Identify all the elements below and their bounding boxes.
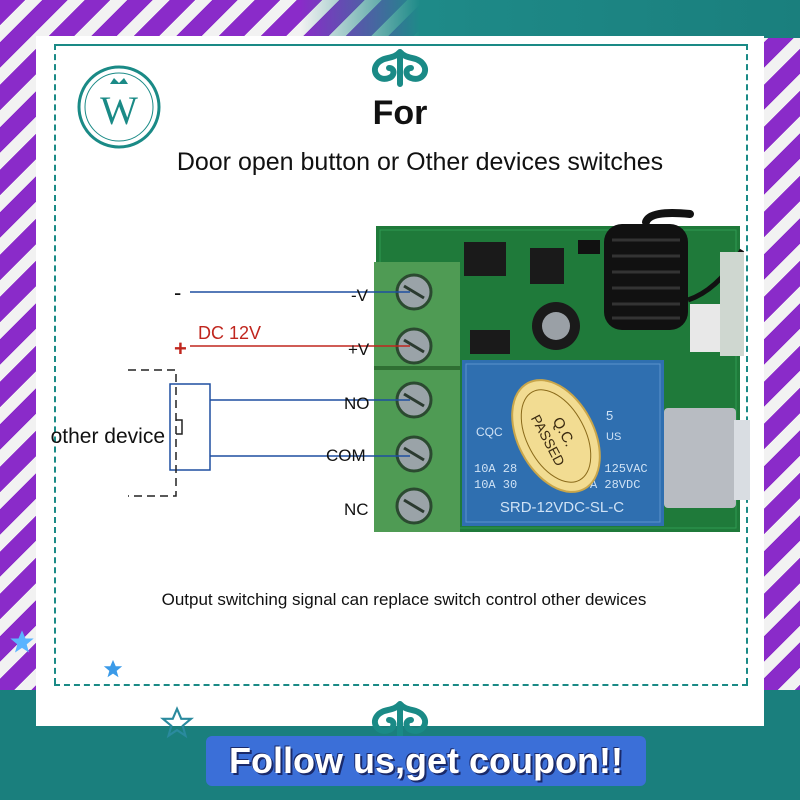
relay-rating-right-1: A 125VAC — [590, 462, 648, 476]
pin-header — [720, 252, 744, 356]
chip — [530, 248, 564, 284]
brand-logo-icon: W — [77, 65, 161, 149]
teal-band-top — [0, 0, 800, 38]
device-switch-symbol — [128, 369, 211, 497]
relay-rating-left-2: 10A 30 — [474, 478, 517, 492]
supply-label: DC 12V — [198, 323, 262, 343]
crystal — [664, 408, 736, 508]
terminal-label-nc: NC — [344, 500, 369, 519]
coupon-banner[interactable] — [206, 736, 646, 786]
coupon-banner-text[interactable]: Follow us,get coupon!! — [229, 740, 623, 781]
frame-line-right — [746, 44, 748, 684]
star-icon — [160, 706, 194, 739]
frame-line-bottom — [54, 684, 748, 686]
terminal-label-com: COM — [326, 446, 366, 465]
relay-approval-suffix: US — [606, 431, 621, 443]
qc-passed-sticker: Q.C. PASSED — [511, 379, 601, 493]
ornament-top-icon — [371, 49, 429, 87]
heading-subtitle: Door open button or Other devices switch… — [176, 148, 664, 176]
terminal-label-pos: +V — [348, 340, 370, 359]
minus-label: - — [174, 280, 182, 305]
device-label: other device — [50, 425, 165, 448]
star-icon — [103, 659, 123, 678]
plus-label: + — [174, 336, 187, 361]
terminal-screws — [395, 273, 433, 525]
crown-icon — [110, 78, 128, 84]
relay-model: SRD-12VDC-SL-C — [500, 499, 624, 516]
device-label-clip: other device — [0, 425, 165, 455]
chip — [464, 242, 506, 276]
frame-line-top — [54, 44, 748, 46]
logo-letter: W — [100, 88, 138, 133]
relay-rating-right-2: A 28VDC — [590, 478, 640, 492]
heading-title: For — [372, 94, 428, 132]
relay-brand: CQC — [476, 425, 503, 439]
relay-rating-left-1: 10A 28 — [474, 462, 517, 476]
ornament-bottom-icon — [371, 701, 429, 739]
antenna-coil-icon — [604, 209, 745, 330]
relay-approval: 5 — [606, 408, 613, 423]
frame-line-left — [54, 44, 56, 684]
star-icon — [10, 630, 34, 653]
caption-note: Output switching signal can replace swit… — [161, 590, 647, 609]
chip — [578, 240, 600, 254]
chip — [470, 330, 510, 354]
terminal-label-neg: -V — [351, 286, 368, 305]
terminal-label-no: NO — [344, 394, 370, 413]
